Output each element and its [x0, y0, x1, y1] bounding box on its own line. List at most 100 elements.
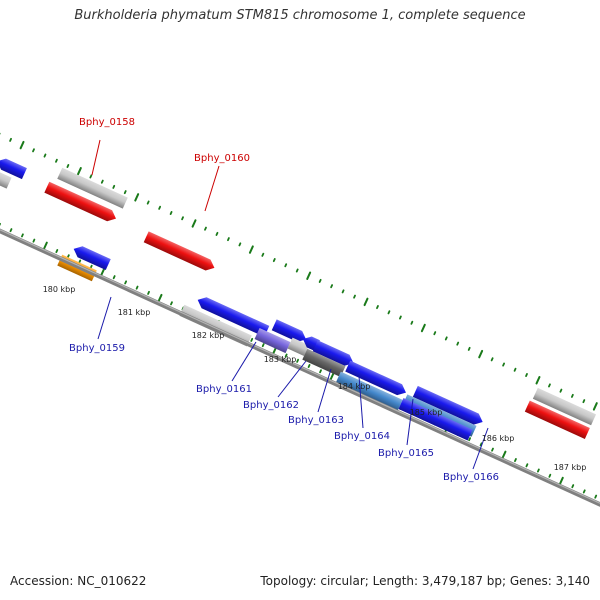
- kbp-label: 184 kbp: [338, 382, 371, 391]
- gene-left-edge-gray: [0, 172, 12, 189]
- gene-right-edge-red: [524, 400, 590, 439]
- minor-tick: [284, 353, 288, 358]
- minor-tick: [319, 369, 322, 374]
- chromosome-backbone: [0, 228, 600, 507]
- gene-bphy-0160: [143, 231, 215, 271]
- minor-tick: [468, 437, 471, 442]
- minor-tick: [21, 233, 24, 238]
- kbp-label: 182 kbp: [192, 331, 225, 340]
- minor-tick: [536, 468, 540, 473]
- minor-tick: [100, 179, 104, 184]
- minor-tick: [341, 289, 345, 294]
- gene-label-bphy_0166: Bphy_0166: [443, 472, 499, 483]
- gene-bphy-0166: [412, 385, 483, 425]
- minor-tick: [559, 388, 563, 393]
- major-tick: [76, 167, 82, 176]
- minor-tick: [548, 383, 551, 388]
- minor-tick: [582, 399, 586, 404]
- kbp-label: 181 kbp: [118, 308, 151, 317]
- minor-tick: [89, 264, 93, 269]
- major-tick: [329, 372, 335, 381]
- gene-label-bphy_0158: Bphy_0158: [79, 117, 135, 128]
- minor-tick: [66, 254, 70, 259]
- minor-tick: [250, 337, 254, 342]
- kbp-label: 185 kbp: [410, 408, 443, 417]
- minor-tick: [296, 358, 300, 363]
- minor-tick: [376, 305, 379, 310]
- kbp-label: 187 kbp: [554, 463, 587, 472]
- minor-tick: [169, 211, 173, 216]
- minor-tick: [112, 184, 116, 189]
- leader-line-bphy_0164: [358, 375, 364, 429]
- major-tick: [558, 476, 564, 486]
- minor-tick: [146, 200, 150, 205]
- major-tick: [592, 402, 598, 411]
- backbone-line: [0, 228, 600, 507]
- minor-tick: [548, 473, 552, 478]
- gene-label-bphy_0160: Bphy_0160: [194, 153, 250, 164]
- minor-tick: [318, 278, 322, 283]
- minor-tick: [170, 301, 173, 306]
- major-tick: [478, 349, 484, 359]
- leader-line-bphy_0166: [472, 427, 489, 470]
- minor-tick: [272, 258, 276, 263]
- minor-tick: [571, 484, 575, 489]
- minor-tick: [78, 259, 82, 264]
- minor-tick: [215, 231, 219, 236]
- minor-tick: [514, 458, 517, 463]
- gene-right-edge-gray: [532, 387, 597, 426]
- major-tick: [248, 245, 254, 254]
- major-tick: [191, 219, 197, 228]
- minor-tick: [32, 238, 36, 243]
- minor-tick: [525, 373, 528, 377]
- leader-line-bphy_0163: [317, 368, 332, 413]
- outer-tick-ring: [0, 132, 598, 411]
- minor-tick: [261, 343, 265, 348]
- gene-label-bphy_0165: Bphy_0165: [378, 448, 434, 459]
- gene-label-bphy_0162: Bphy_0162: [243, 400, 299, 411]
- gene-label-bphy_0164: Bphy_0164: [334, 431, 390, 442]
- gene-bphy-0159: [73, 246, 111, 271]
- kbp-label: 186 kbp: [482, 434, 515, 443]
- minor-tick: [570, 393, 574, 398]
- label-leader-lines: [91, 139, 489, 470]
- kbp-label: 180 kbp: [43, 285, 76, 294]
- gene-bphy-0158: [44, 181, 116, 222]
- major-tick: [134, 193, 140, 202]
- gene-bphy-0164-gray: [302, 348, 346, 378]
- leader-line-bphy_0161: [231, 341, 257, 382]
- leader-line-bphy_0165: [406, 398, 414, 446]
- minor-tick: [181, 216, 184, 221]
- leader-line-bphy_0159: [97, 296, 112, 340]
- gene-labels: Bphy_0158Bphy_0160Bphy_0159Bphy_0161Bphy…: [69, 117, 499, 483]
- gene-bphy-0161: [197, 297, 270, 337]
- gene-bphy-0165-steel: [335, 371, 403, 411]
- minor-tick: [284, 263, 288, 268]
- minor-tick: [444, 336, 448, 341]
- accession-text: Accession: NC_010622: [10, 574, 147, 588]
- minor-tick: [9, 228, 13, 233]
- minor-tick: [456, 341, 460, 346]
- feature-track: [0, 158, 597, 441]
- gene-bphy-0163-gray: [287, 337, 309, 356]
- major-tick: [501, 450, 507, 460]
- gene-bphy-0164: [312, 340, 354, 366]
- minor-tick: [158, 205, 162, 210]
- gene-left-edge-blue: [0, 158, 27, 180]
- major-tick: [42, 241, 48, 251]
- major-tick: [100, 267, 106, 277]
- major-tick: [420, 323, 426, 333]
- minor-tick: [112, 275, 116, 280]
- gene-bphy-0166-bar: [398, 398, 473, 441]
- minor-tick: [227, 237, 230, 242]
- minor-tick: [387, 310, 391, 315]
- backbone-highlight: [0, 229, 600, 504]
- minor-tick: [582, 489, 586, 494]
- map-title: Burkholderia phymatum STM815 chromosome …: [74, 8, 526, 23]
- minor-tick: [525, 463, 529, 468]
- minor-tick: [295, 268, 299, 273]
- minor-tick: [479, 442, 483, 447]
- gene-bphy-0162-arrow: [271, 319, 307, 342]
